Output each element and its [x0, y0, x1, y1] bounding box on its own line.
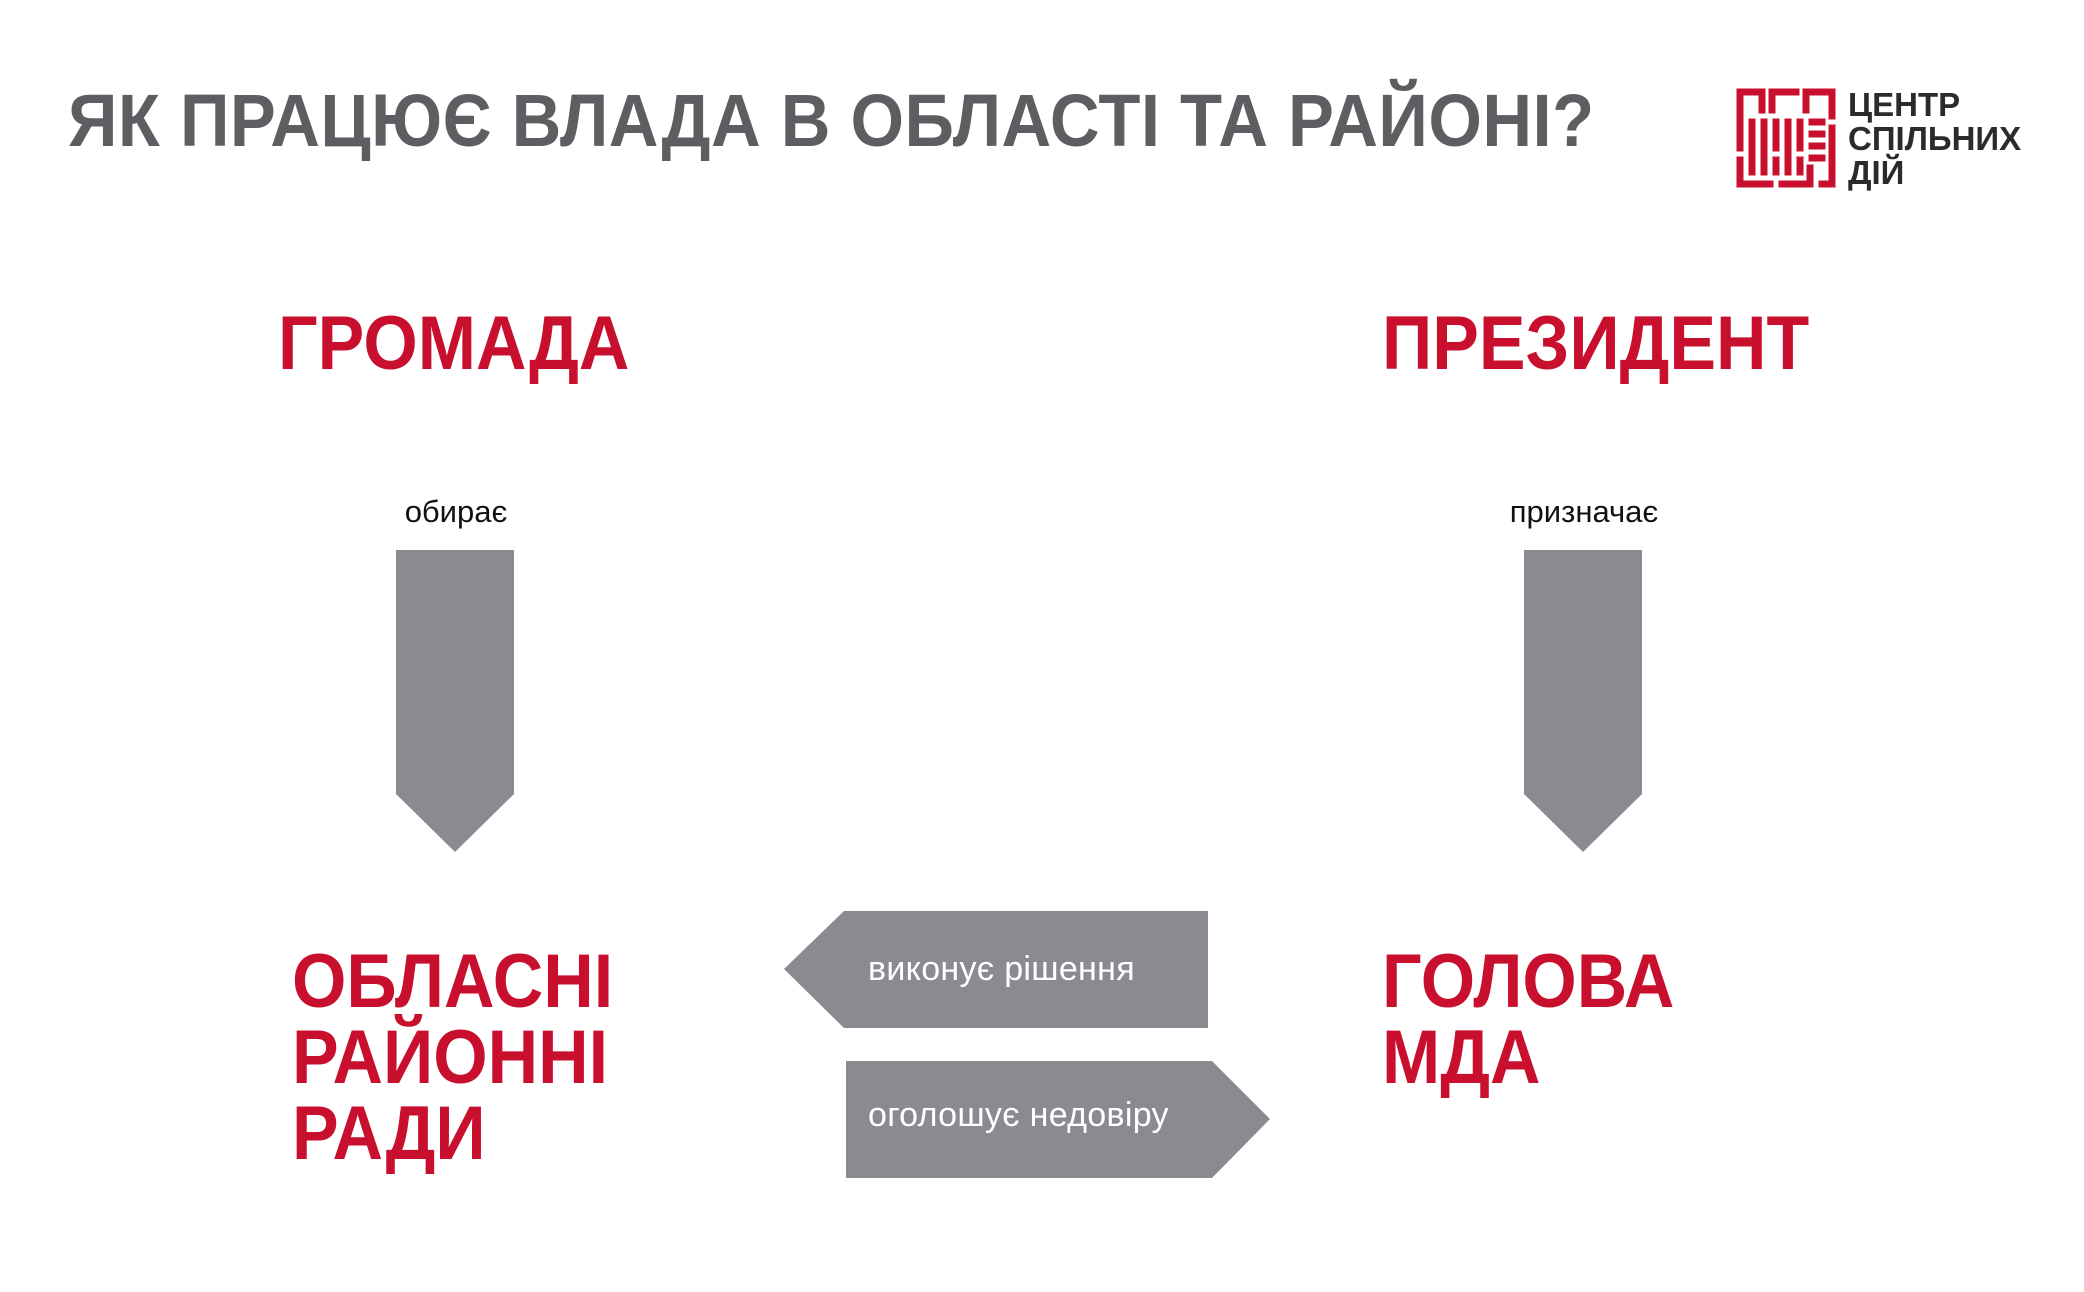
node-president: ПРЕЗИДЕНТ — [1382, 306, 1809, 382]
edge-label-executes: виконує рішення — [868, 950, 1135, 988]
edge-label-elects: обирає — [404, 494, 508, 529]
arrow-right-no-confidence — [846, 1061, 1270, 1178]
node-label: ОБЛАСНІ — [292, 939, 614, 1024]
node-label: МДА — [1382, 1015, 1541, 1100]
logo-text: ЦЕНТР СПІЛЬНИХ ДІЙ — [1848, 88, 2021, 190]
node-label: ГОЛОВА — [1382, 939, 1675, 1024]
node-label: ПРЕЗИДЕНТ — [1382, 301, 1810, 386]
logo-line: ДІЙ — [1848, 154, 1905, 191]
arrow-down-elects — [396, 550, 514, 852]
logo-line: СПІЛЬНИХ — [1848, 120, 2022, 157]
node-head: ГОЛОВА МДА — [1382, 944, 1674, 1096]
node-label: РАЙОННІ — [292, 1015, 609, 1100]
node-councils: ОБЛАСНІ РАЙОННІ РАДИ — [292, 944, 613, 1172]
node-hromada: ГРОМАДА — [278, 306, 629, 382]
node-label: РАДИ — [292, 1091, 486, 1176]
edge-label-no-confidence: оголошує недовіру — [868, 1096, 1169, 1134]
edge-label-appoints: призначає — [1509, 494, 1659, 529]
node-label: ГРОМАДА — [278, 301, 630, 386]
logo: ЦЕНТР СПІЛЬНИХ ДІЙ — [1736, 88, 2026, 190]
arrow-left-executes — [784, 911, 1208, 1028]
arrow-down-appoints — [1524, 550, 1642, 852]
maze-grid-logo-icon — [1736, 88, 1836, 188]
page-title: ЯК ПРАЦЮЄ ВЛАДА В ОБЛАСТІ ТА РАЙОНІ? — [68, 79, 1595, 162]
logo-line: ЦЕНТР — [1848, 86, 1961, 123]
